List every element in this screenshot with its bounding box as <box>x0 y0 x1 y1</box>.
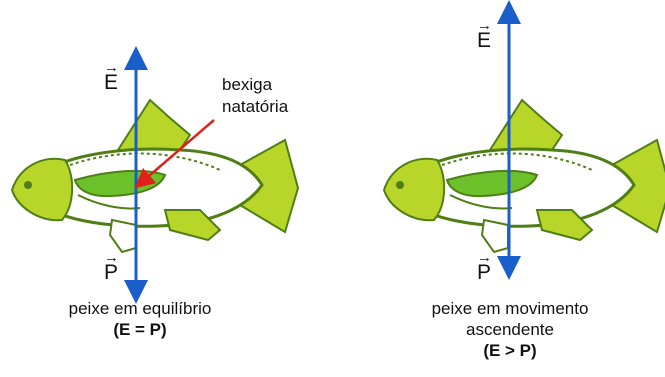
caption-left: peixe em equilíbrio (E = P) <box>40 298 240 340</box>
vector-arrow-glyph: → <box>477 250 492 265</box>
vector-p-right: → P <box>477 262 491 283</box>
bladder-label: bexiga natatória <box>222 74 288 118</box>
caption-left-text: peixe em equilíbrio <box>40 298 240 319</box>
caption-right-line2: ascendente <box>400 319 620 340</box>
vector-p-left: → P <box>104 262 118 283</box>
caption-right-line1: peixe em movimento <box>400 298 620 319</box>
vector-arrow-glyph: → <box>477 18 492 33</box>
vector-arrow-glyph: → <box>104 250 119 265</box>
vector-arrow-glyph: → <box>104 60 119 75</box>
fish-left <box>12 100 298 252</box>
caption-left-relation: (E = P) <box>40 319 240 340</box>
bladder-label-line2: natatória <box>222 96 288 118</box>
caption-right: peixe em movimento ascendente (E > P) <box>400 298 620 361</box>
vector-e-left: → E <box>104 72 118 93</box>
fish-right <box>384 100 665 252</box>
bladder-label-line1: bexiga <box>222 74 288 96</box>
caption-right-relation: (E > P) <box>400 340 620 361</box>
vector-e-right: → E <box>477 30 491 51</box>
